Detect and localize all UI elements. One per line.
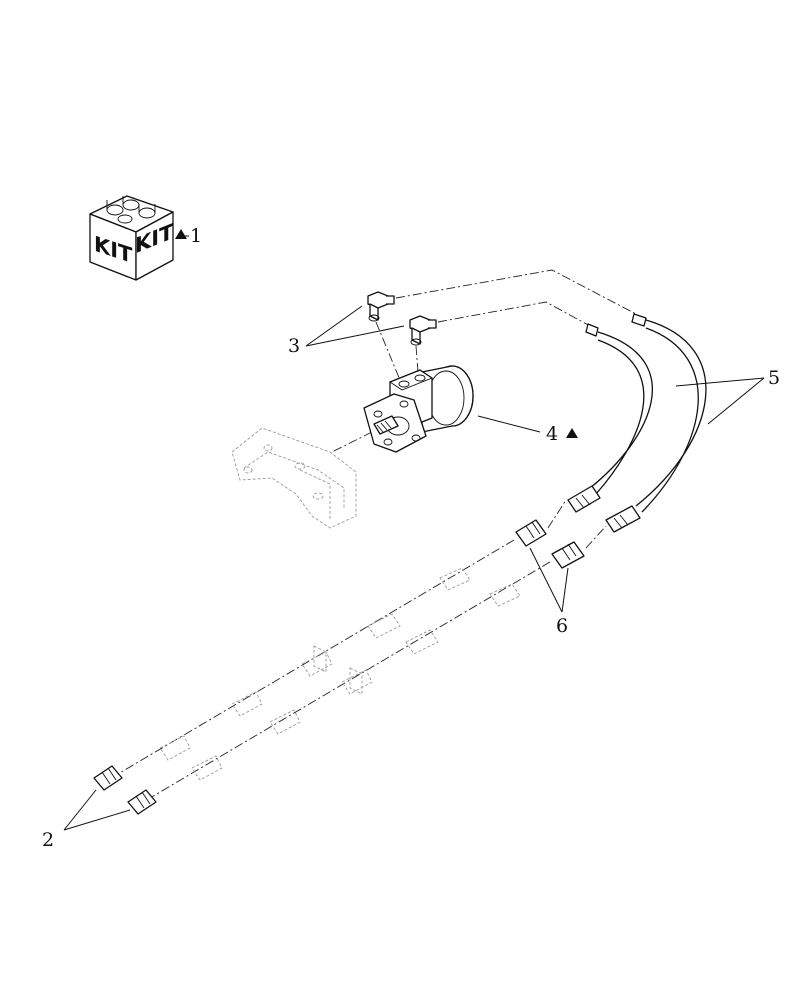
elbow-fitting-icon [367,291,395,322]
hose-icon [605,313,707,533]
triangle-marker-icon [566,428,578,438]
callout-1: 1 [175,225,202,247]
callout-6: 6 [529,547,569,637]
callout-4: 4 [477,415,578,445]
adapter-fitting-icon [93,765,123,791]
kit-box-icon: KIT KIT [89,195,174,281]
bracket-icon [231,427,357,529]
callout-3-label: 3 [288,335,300,357]
hydraulic-motor-icon [363,365,474,453]
callout-2-label: 2 [42,829,54,851]
triangle-marker-icon [175,229,187,239]
callout-2: 2 [42,789,131,851]
adapter-fitting-icon [515,519,547,547]
callout-5-label: 5 [768,367,780,389]
callout-4-label: 4 [546,423,558,445]
ghost-line-assembly [117,539,551,799]
elbow-fitting-icon [409,315,437,346]
callout-6-label: 6 [556,615,568,637]
callout-1-label: 1 [190,225,202,247]
callout-5: 5 [675,367,780,425]
hose-icon [567,323,653,513]
adapter-fitting-icon [127,789,157,815]
adapter-fitting-icon [551,541,585,569]
callout-3: 3 [288,305,405,357]
